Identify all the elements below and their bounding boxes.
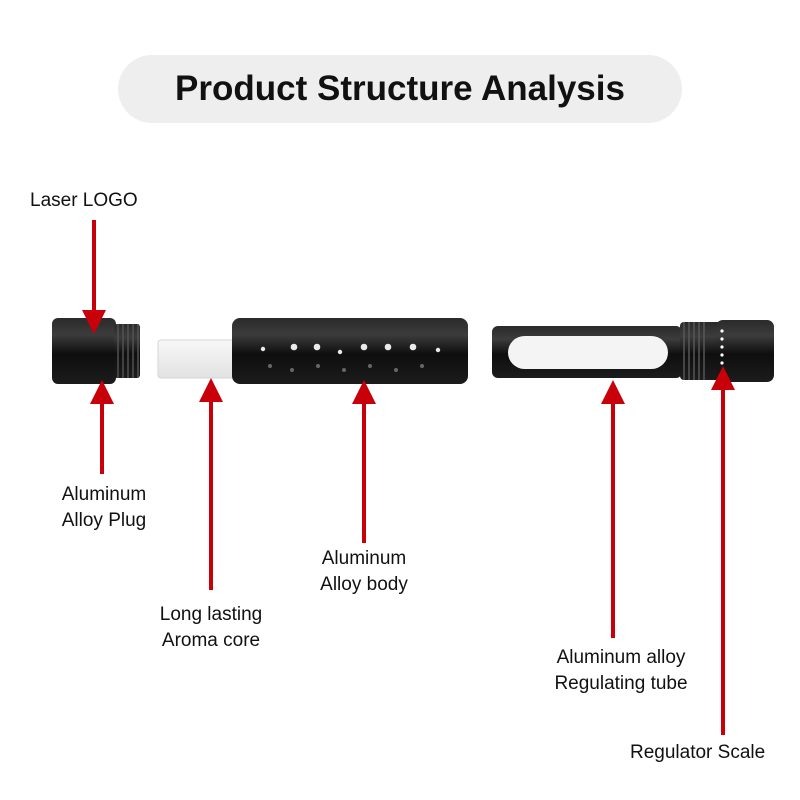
label-core: Long lasting Aroma core: [159, 604, 263, 651]
label-laser-logo: Laser LOGO: [30, 190, 138, 211]
plug-part: [52, 318, 140, 384]
regulating-tube-part: [492, 320, 774, 382]
title-banner: Product Structure Analysis: [118, 55, 682, 123]
label-plug: Aluminum Alloy Plug: [61, 484, 147, 531]
label-tube: Aluminum alloy Regulating tube: [554, 647, 688, 694]
label-scale: Regulator Scale: [630, 742, 766, 763]
aroma-core-part: [157, 339, 237, 379]
page-title: Product Structure Analysis: [175, 69, 625, 108]
body-part: [232, 318, 468, 384]
regulator-scale-marks: [720, 329, 724, 365]
label-body: Aluminum Alloy body: [320, 548, 408, 595]
